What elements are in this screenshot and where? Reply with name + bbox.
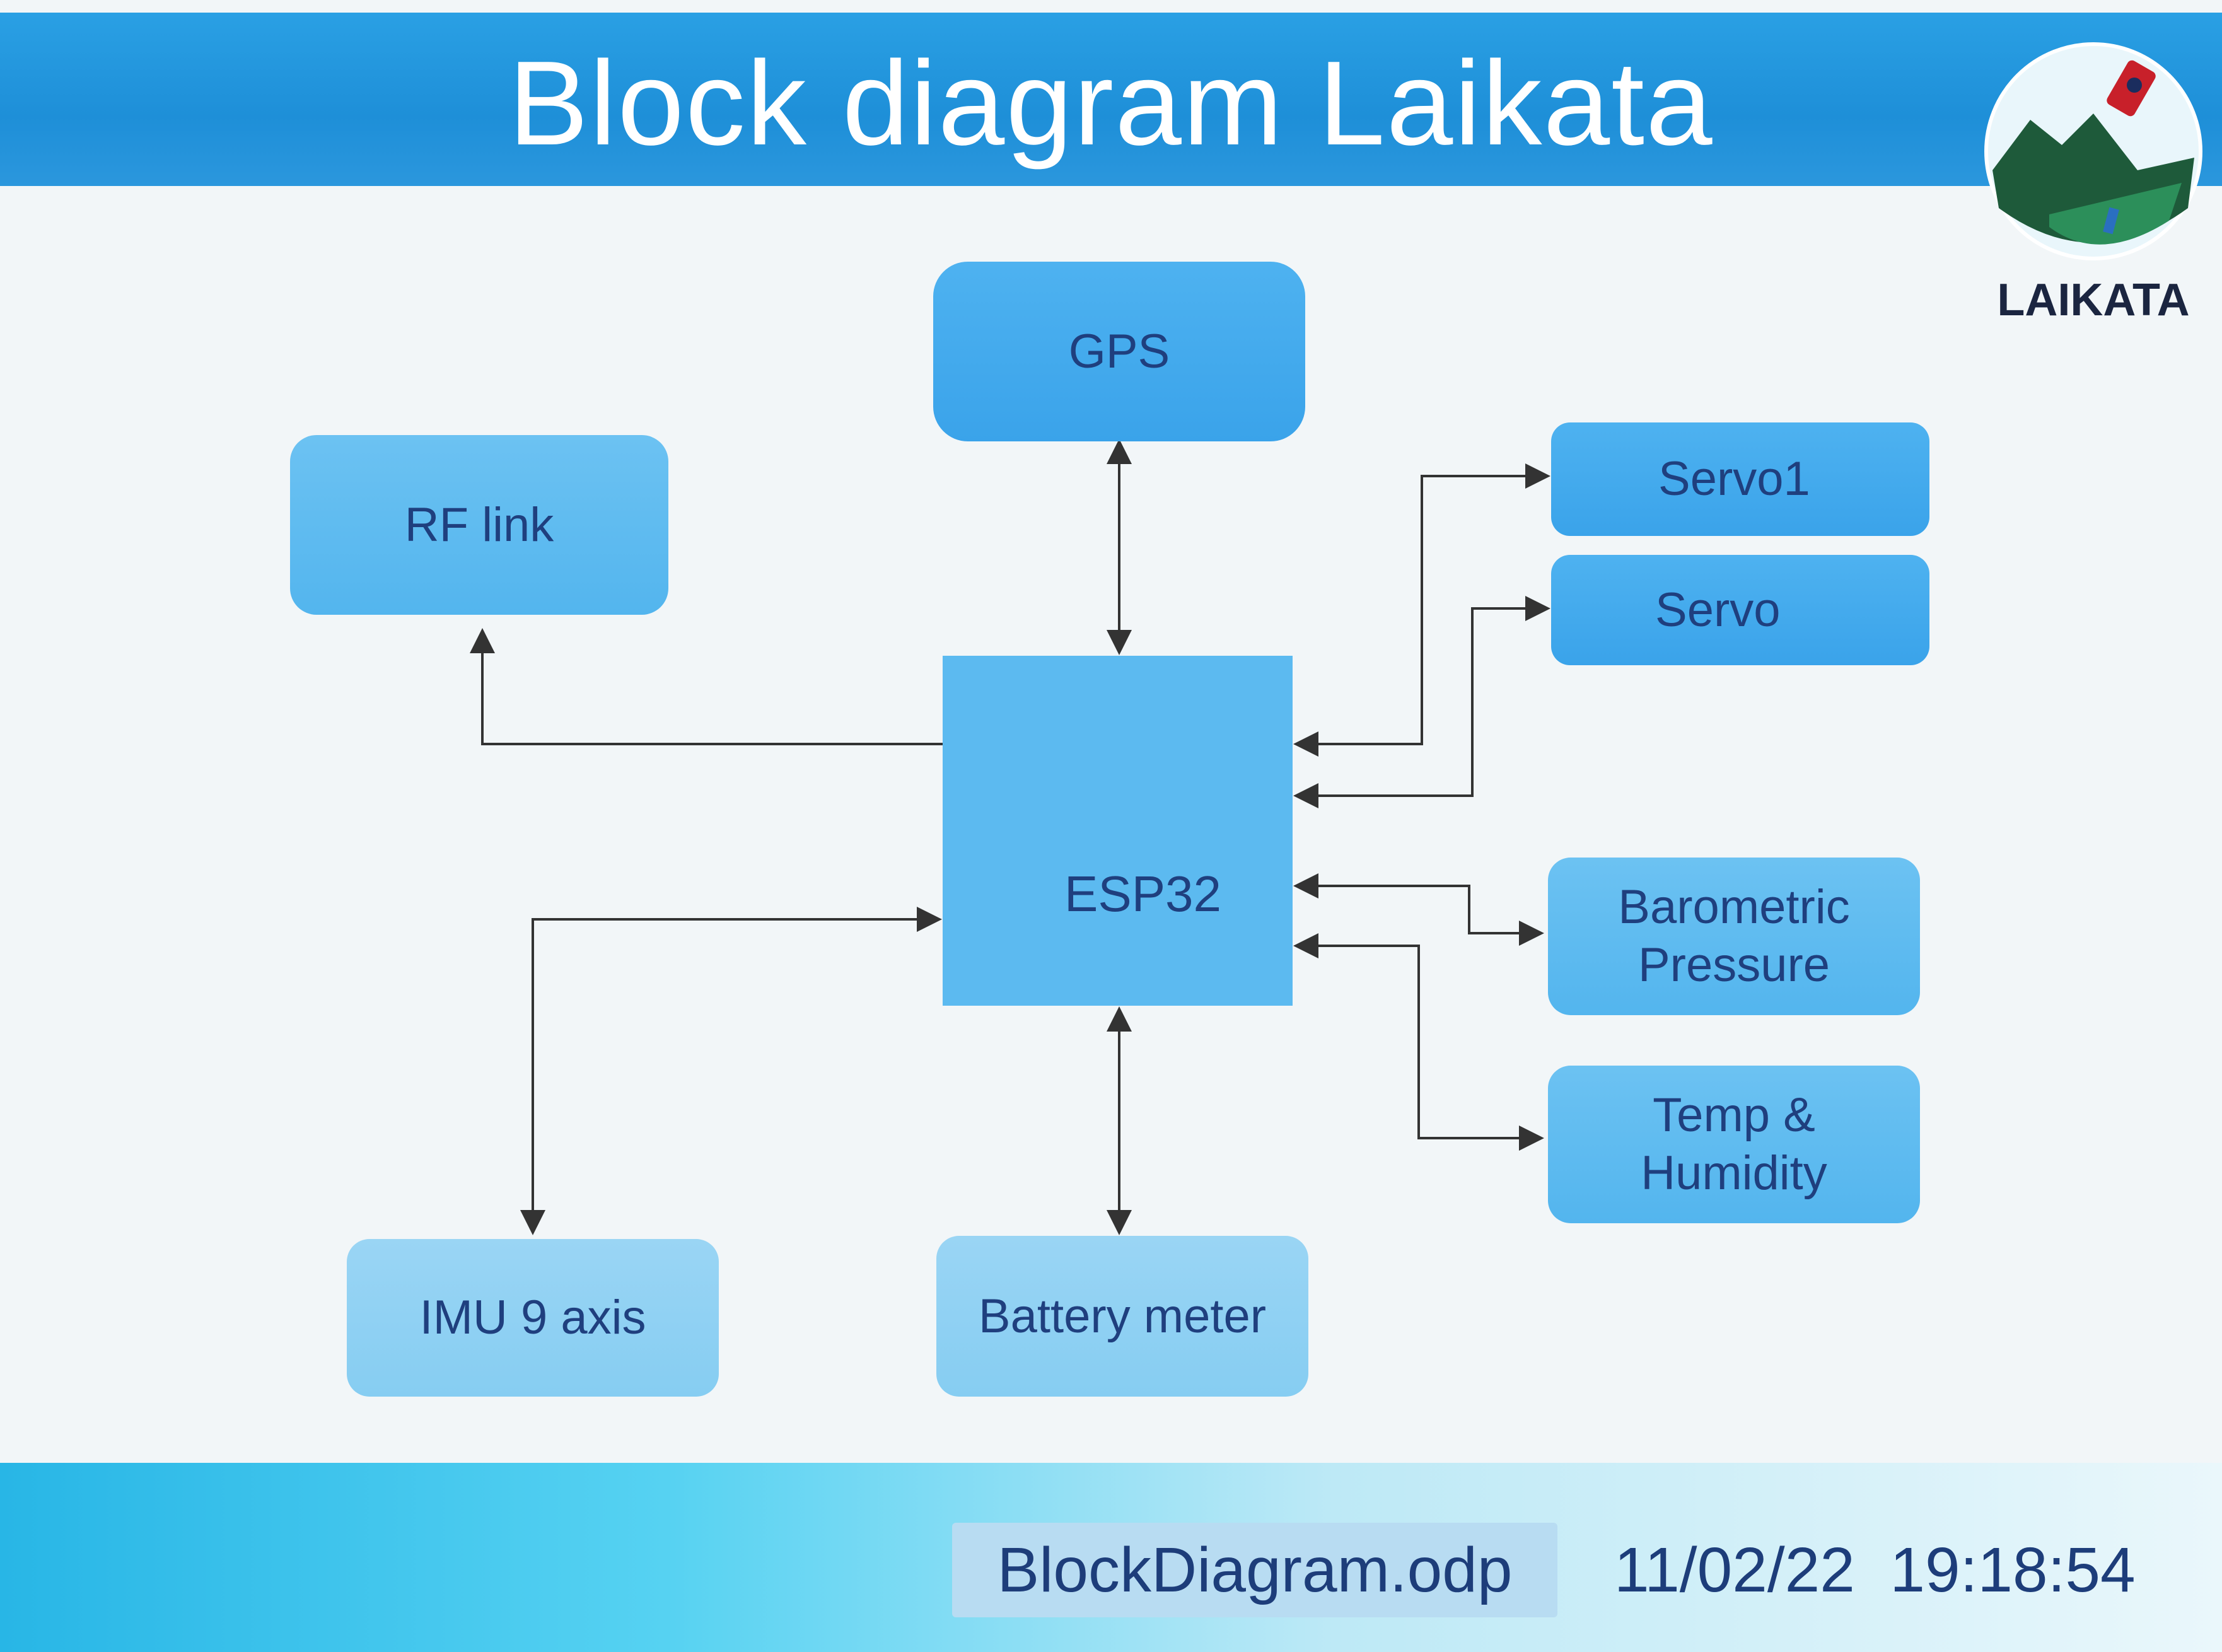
imu-block: IMU 9 axis [347,1239,719,1397]
battery-meter-block: Battery meter [936,1236,1308,1397]
rf-link-label: RF link [404,497,554,552]
arrow-servo1 [1293,463,1550,757]
servo2-block: Servo [1551,555,1929,665]
esp32-label: ESP32 [1064,865,1222,922]
battery-label: Battery meter [978,1289,1267,1343]
arrow-imu [520,907,942,1235]
temp-humidity-block: Temp & Humidity [1548,1066,1920,1223]
footer-datetime: 11/02/22 19:18:54 [1614,1535,2136,1605]
barometric-block: Barometric Pressure [1548,858,1920,1015]
servo1-block: Servo1 [1551,422,1929,536]
servo2-label: Servo [1655,583,1781,637]
arrow-barometric [1293,873,1544,946]
servo1-label: Servo1 [1658,452,1810,506]
gps-block: GPS [933,262,1305,441]
logo-text: LAIKATA [1997,275,2190,325]
arrow-esp-rf [470,628,943,745]
arrow-servo2 [1293,596,1550,808]
slide-title: Block diagram Laikata [508,37,1714,170]
imu-label: IMU 9 axis [419,1291,646,1344]
rf-link-block: RF link [290,435,668,615]
footer-filename-box: BlockDiagram.odp [952,1523,1557,1617]
laikata-logo: LAIKATA [1974,25,2213,340]
esp32-block: ESP32 [943,656,1293,1006]
arrow-temp [1293,933,1544,1151]
barometric-label: Barometric Pressure [1618,880,1850,992]
logo-emblem-icon [1984,42,2202,260]
title-band [0,13,2222,186]
gps-label: GPS [1068,324,1170,378]
footer-datetime-box: 11/02/22 19:18:54 [1614,1523,2182,1617]
temp-humidity-label: Temp & Humidity [1641,1088,1827,1200]
footer-filename: BlockDiagram.odp [997,1535,1513,1605]
